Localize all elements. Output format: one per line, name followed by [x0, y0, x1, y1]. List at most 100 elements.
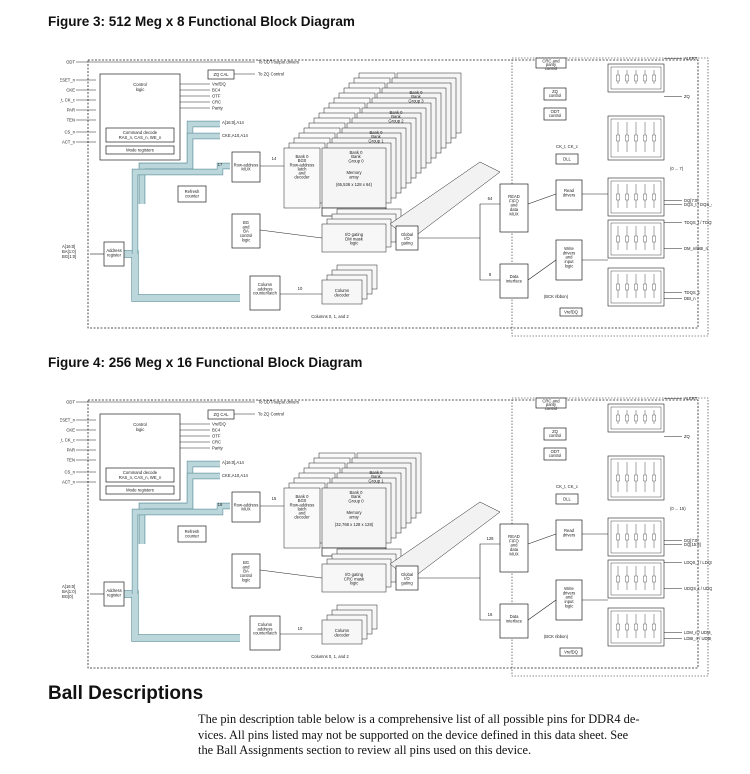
command-decode-label: Command decode [123, 470, 158, 475]
driver-resistor [643, 193, 647, 201]
mode-registers-block [105, 145, 175, 155]
output-driver-inner [610, 222, 662, 256]
data-interface-block [499, 263, 529, 299]
driver-resistor [634, 134, 638, 142]
zq-control-block [543, 87, 567, 101]
command-decode-label: Command decode [123, 130, 158, 135]
driver-resistor [616, 414, 620, 422]
control-output-label: BC4 [212, 88, 221, 93]
bus-label: 17 [218, 162, 223, 167]
output-pin-label: DBI_n [684, 296, 696, 301]
driver-resistor [643, 74, 647, 82]
driver-resistor [625, 533, 629, 541]
mode-registers-label: Mode registers [126, 488, 154, 493]
bus-ribbon-outline [131, 502, 230, 594]
output-pin-label: DQ[15:8] [684, 542, 701, 547]
zq-cal-block [207, 409, 235, 420]
figure-4-block-diagram: ODTRESET_nCKECK_t, CK_cPARTENCS_nACT_nCo… [60, 394, 712, 684]
mode-registers-label: Mode registers [126, 148, 154, 153]
output-pin-label: TDQS_t / TDQS_c [684, 220, 712, 225]
to-odt-label: To ODT/output drivers [258, 400, 299, 405]
input-pin-label: CS_n [65, 130, 76, 135]
vrefdq-block [559, 307, 583, 317]
driver-resistor [634, 193, 638, 201]
bus-label: 14 [272, 156, 277, 161]
driver-resistor [616, 134, 620, 142]
column-counter-block [249, 615, 281, 651]
row-address-mux-block [231, 151, 261, 183]
read-fifo-block [499, 523, 529, 573]
input-pin-label: ODT [66, 60, 75, 65]
signal-line [479, 578, 500, 621]
driver-resistor [652, 283, 656, 291]
bus-ribbon-outline [124, 250, 240, 302]
address-pin-label: A[16:0] [62, 244, 75, 249]
bus-ribbon [124, 591, 240, 641]
driver-resistor [652, 134, 656, 142]
driver-resistor [643, 533, 647, 541]
data-interface-block [499, 603, 529, 639]
command-decode-sub-label: RAS_n, CAS_n, WE_n [119, 135, 162, 140]
signal-line [418, 203, 500, 239]
bus-label: 128 [487, 536, 495, 541]
dll-label: DLL [563, 497, 571, 502]
paragraph-line: the Ball Assignments section to review a… [198, 743, 532, 758]
dll-block [555, 493, 579, 505]
input-pin-label: ACT_n [62, 480, 76, 485]
control-output-label: Parity [212, 446, 224, 451]
bank-array-layer [321, 147, 387, 209]
address-pin-label: BG[1:0] [62, 254, 76, 259]
output-pin-label: ZQ [684, 94, 691, 99]
read-drivers-block [555, 519, 583, 551]
output-pin-label: DQ[7:0] [684, 198, 698, 203]
write-drivers-block [555, 579, 583, 621]
driver-resistor [634, 74, 638, 82]
output-pin-label: LDBI_n / UDBI_n [684, 636, 712, 641]
signal-line [527, 599, 557, 621]
driver-resistor [616, 74, 620, 82]
driver-resistor [652, 193, 656, 201]
control-output-label: OTF [212, 434, 221, 439]
control-output-label: Parity [212, 106, 224, 111]
driver-resistor [616, 283, 620, 291]
driver-resistor [643, 414, 647, 422]
output-driver-inner [610, 270, 662, 304]
lane-range-label: (0 ... 15) [670, 506, 686, 511]
bank-array-layer [321, 487, 387, 549]
to-zq-label: To ZQ Control [258, 412, 284, 417]
control-output-label: VrefDQ [212, 82, 227, 87]
output-pin-label: DQS_t / DQS_c [684, 202, 712, 207]
output-pin-label: TDQS_c [684, 290, 700, 295]
figure-3-block-diagram: ODTRESET_nCKECK_t, CK_cPARTENCS_nACT_nCo… [60, 54, 712, 344]
crc-parity-block [535, 57, 567, 69]
output-pin-label: ALERT [684, 396, 698, 401]
paragraph-line: The pin description table below is a com… [198, 712, 640, 726]
figure-4-svg: ODTRESET_nCKECK_t, CK_cPARTENCS_nACT_nCo… [60, 396, 712, 677]
input-pin-label: CK_t, CK_c [60, 98, 75, 103]
output-pin-label: ZQ [684, 434, 691, 439]
bank-row-decoder-layer [283, 147, 321, 209]
bck-label: (BCK ribbon) [544, 294, 569, 299]
output-pin-label: LDM_n / UDM_n [684, 630, 712, 635]
bank-row-decoder-layer [283, 487, 321, 549]
address-pin-label: BA[1:0] [62, 589, 76, 594]
odt-control-block [543, 447, 567, 461]
control-output-label: CRC [212, 440, 221, 445]
driver-resistor [634, 283, 638, 291]
driver-resistor [616, 235, 620, 243]
driver-resistor [616, 533, 620, 541]
output-pin-label: UDQS_t / UDQS_c [684, 586, 712, 591]
dll-block [555, 153, 579, 165]
driver-resistor [625, 414, 629, 422]
